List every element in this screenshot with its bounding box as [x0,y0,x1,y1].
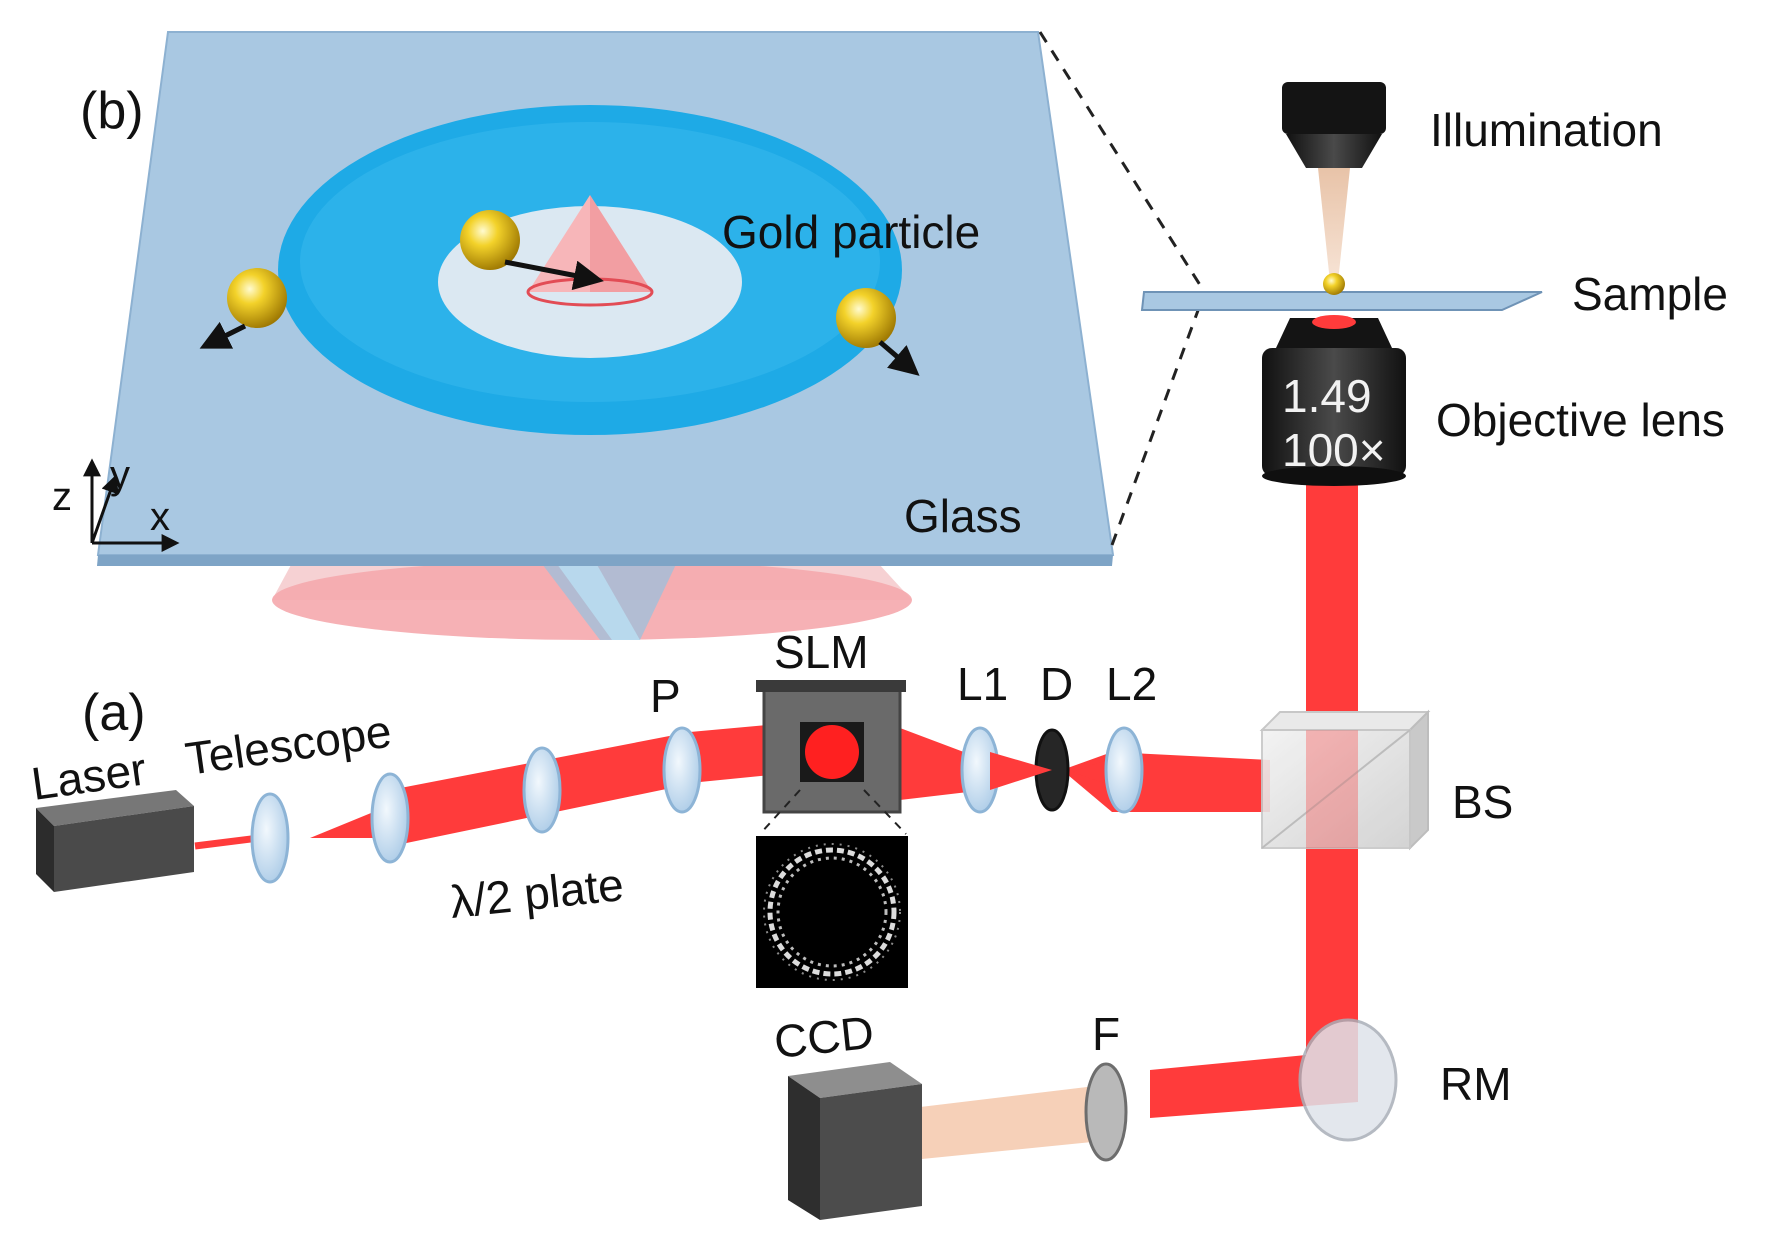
axes-indicator [83,458,180,552]
zoom-line-top [1038,31,1202,286]
illumination-label: Illumination [1430,104,1663,156]
panel-b-label: (b) [80,82,144,140]
reflective-mirror-label: RM [1440,1058,1512,1110]
gold-particle-label: Gold particle [722,206,980,258]
gold-particle-left [227,268,287,328]
telescope-label: Telescope [182,705,394,785]
half-wave-plate-label: λ/2 plate [448,858,626,928]
sample-label: Sample [1572,268,1728,320]
axis-x-label: x [150,495,170,539]
half-wave-plate [522,746,562,834]
particle-arrow-right [878,340,920,376]
reflective-mirror [1298,1018,1398,1142]
slm-zoom-left [759,789,801,835]
lens-l1-label: L1 [957,658,1008,710]
beam-to-slm [380,722,800,846]
glass-label: Glass [904,490,1022,542]
axis-y-label: y [110,453,130,497]
diaphragm-label: D [1040,658,1073,710]
telescope-lens-2 [370,772,410,864]
illumination-condenser [1282,82,1386,282]
sample-slide [1140,291,1543,311]
gold-particle-center [460,210,520,270]
laser-device [36,790,194,892]
axis-z-label: z [52,475,72,519]
slm-zoom-right [863,789,907,835]
gold-particle-right [836,288,896,348]
objective-na: 1.49 [1282,370,1372,422]
particle-arrow-left [199,321,247,349]
slm-label: SLM [774,626,869,678]
beam-l1-focus [990,752,1052,790]
filter [1084,1062,1128,1162]
slm-phase-pattern [756,836,908,988]
zoom-line-bottom [1110,304,1202,546]
ccd-label: CCD [772,1006,877,1068]
telescope-lens-1 [250,792,290,884]
polarizer-label: P [650,670,681,722]
objective-lens-label: Objective lens [1436,394,1725,446]
objective-lens [1262,315,1406,486]
objective-magnification: 100× [1282,424,1386,476]
sample-gold-particle [1323,273,1345,295]
panel-b-inset: z y x (b) Gold particle Glass [52,31,1115,640]
beam-splitter [1259,709,1431,851]
beam-d-to-bs [1062,752,1270,812]
lens-l2 [1104,726,1144,814]
beam-splitter-label: BS [1452,776,1513,828]
filter-label: F [1092,1008,1120,1060]
lens-l2-label: L2 [1106,658,1157,710]
panel-a-label: (a) [82,684,146,742]
particle-arrow-center [504,259,604,291]
filtered-beam [912,1084,1112,1160]
slm-device [756,680,906,814]
polarizer [662,726,702,814]
ccd-camera [788,1062,922,1220]
